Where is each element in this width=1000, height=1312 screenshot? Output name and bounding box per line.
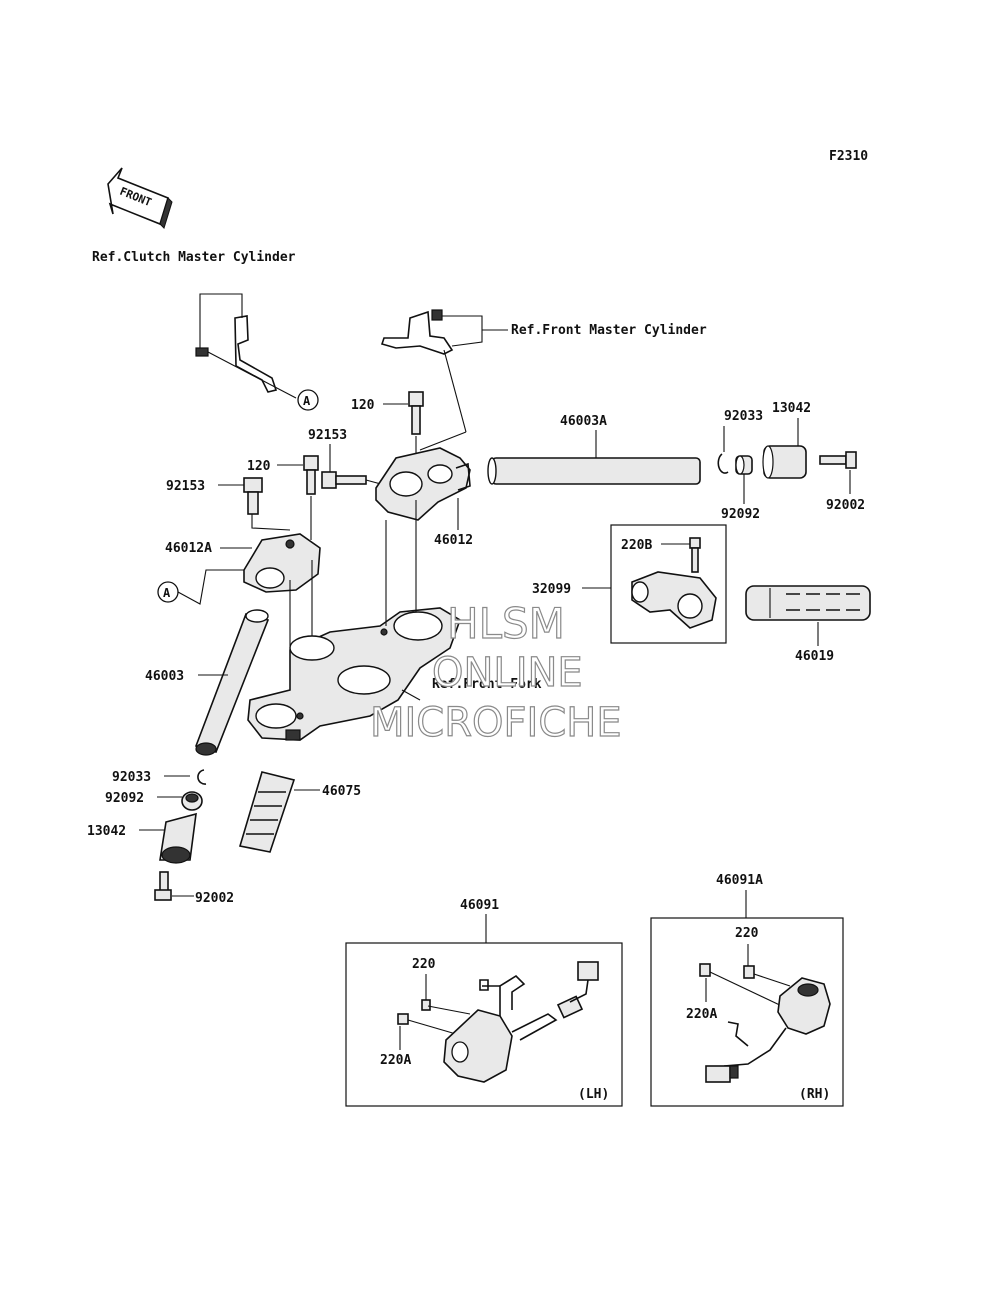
watermark-line1: HLSM [447, 599, 565, 648]
figure-code: F2310 [829, 149, 868, 164]
watermark-line2: ONLINE [432, 650, 583, 696]
front-master-bracket [380, 309, 508, 451]
label-46091: 46091 [460, 898, 499, 913]
bolt-120-mid [303, 455, 319, 495]
label-92002-left: 92002 [195, 891, 234, 906]
ref-front-master-label: Ref.Front Master Cylinder [511, 323, 707, 338]
callout-a-left: A [157, 581, 179, 603]
weight-13042-right [762, 445, 807, 479]
rh-screw-220 [743, 965, 791, 987]
watermark-line3: MICROFICHE [370, 700, 622, 746]
handlebar-pipe-left [194, 609, 270, 756]
upper-triple-clamp [247, 607, 461, 741]
box-32099 [610, 524, 727, 644]
clutch-bracket [195, 293, 297, 399]
bolt-220B [689, 537, 701, 573]
bolt-92153-left [243, 477, 263, 515]
label-120-top: 120 [351, 398, 375, 413]
rh-tag: (RH) [799, 1087, 830, 1102]
label-92092-left: 92092 [105, 791, 144, 806]
handlebar-clamp-left [243, 533, 321, 593]
grip-46019-right [745, 585, 871, 621]
label-13042-left: 13042 [87, 824, 126, 839]
callout-a-top: A [297, 389, 319, 411]
label-46091A: 46091A [716, 873, 763, 888]
svg-text:A: A [303, 394, 311, 408]
label-46012: 46012 [434, 533, 473, 548]
collar-92092-left [181, 791, 203, 811]
lh-tag: (LH) [578, 1087, 609, 1102]
grip-46075-left [238, 771, 296, 853]
label-46019: 46019 [795, 649, 834, 664]
collar-92092-right [735, 455, 753, 475]
label-92033-right: 92033 [724, 409, 763, 424]
handlebar-pipe-right [487, 457, 701, 485]
label-46003: 46003 [145, 669, 184, 684]
rh-label-220: 220 [735, 926, 759, 941]
lh-label-220: 220 [412, 957, 436, 972]
handlebar-clamp-right [375, 447, 471, 521]
bolt-92153-top [321, 471, 367, 489]
label-32099: 32099 [532, 582, 571, 597]
label-92002-right: 92002 [826, 498, 865, 513]
circlip-left [197, 769, 207, 785]
label-120-mid: 120 [247, 459, 271, 474]
label-13042-right: 13042 [772, 401, 811, 416]
rh-label-220A: 220A [686, 1007, 717, 1022]
label-92033-left: 92033 [112, 770, 151, 785]
label-46075: 46075 [322, 784, 361, 799]
switch-housing-lh [443, 961, 599, 1083]
switch-housing-rh [705, 977, 831, 1083]
label-92153-left: 92153 [166, 479, 205, 494]
lh-screw-220A [397, 1013, 457, 1035]
label-46003A: 46003A [560, 414, 607, 429]
label-220B: 220B [621, 538, 652, 553]
label-92153-top: 92153 [308, 428, 347, 443]
weight-13042-left [159, 812, 197, 864]
bolt-92002-right [819, 451, 857, 469]
lh-screw-220 [421, 999, 471, 1015]
svg-text:A: A [163, 586, 171, 600]
ref-front-fork-label: Ref.Front Fork [432, 677, 542, 692]
rh-screw-220A [699, 963, 787, 1009]
lh-label-220A: 220A [380, 1053, 411, 1068]
bolt-92002-left [154, 871, 172, 901]
box-switch-lh [345, 942, 623, 1107]
ref-clutch-label: Ref.Clutch Master Cylinder [92, 250, 296, 265]
bolt-120-top [408, 391, 424, 435]
throttle-housing-32099 [631, 571, 717, 629]
circlip-right [717, 453, 729, 474]
label-46012A: 46012A [165, 541, 212, 556]
front-arrow-icon: FRONT [107, 167, 173, 229]
label-92092-right: 92092 [721, 507, 760, 522]
box-switch-rh [650, 917, 844, 1107]
